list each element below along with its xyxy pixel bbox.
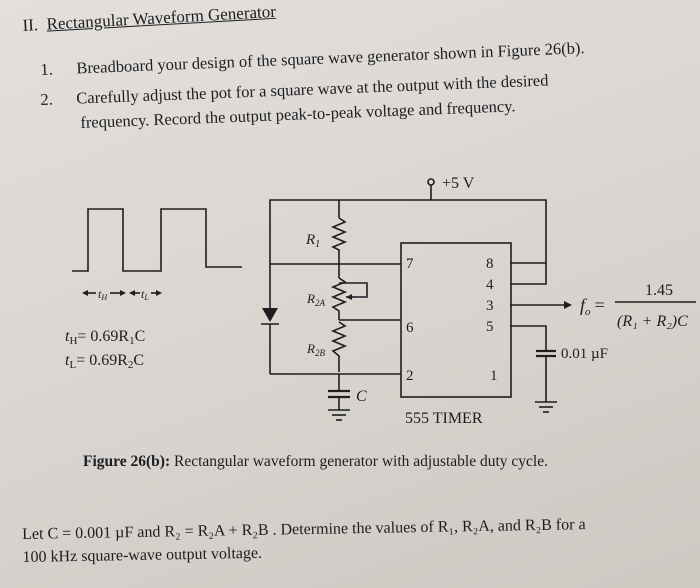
figure-caption: Figure 26(b): Rectangular waveform gener…	[83, 453, 548, 471]
r1-label: R1	[305, 232, 320, 250]
timer-ic	[400, 242, 512, 398]
pin-3: 3	[486, 298, 494, 314]
fo-symbol: fo=	[580, 295, 605, 318]
timer-label: 555 TIMER	[405, 410, 483, 427]
output-arrow	[564, 301, 572, 309]
supply-terminal	[427, 178, 435, 186]
r2b-label: R2B	[306, 341, 325, 358]
pin-8: 8	[486, 256, 494, 272]
fo-denominator: (R₁ + R₂)C	[617, 313, 688, 330]
supply-label: +5 V	[442, 175, 475, 192]
square-waveform	[72, 208, 242, 272]
r2b-resistor	[330, 321, 348, 372]
r2a-label: R2A	[306, 291, 325, 308]
pin-7: 7	[406, 256, 414, 272]
th-arrow-label: tH	[98, 287, 108, 302]
cap-label: C	[356, 388, 367, 405]
r1-resistor	[330, 217, 348, 264]
pin-1: 1	[490, 368, 498, 384]
r2a-potentiometer	[330, 277, 348, 320]
pin-4: 4	[486, 277, 494, 293]
control-cap-value: 0.01 µF	[561, 346, 608, 362]
pin-5: 5	[486, 319, 494, 335]
caption-text: Rectangular waveform generator with adju…	[170, 453, 548, 470]
tl-arrow-label: tL	[141, 287, 149, 302]
equation-th: tH= 0.69R1C	[65, 328, 145, 347]
caption-label: Figure 26(b):	[83, 453, 171, 470]
problem-statement: Let C = 0.001 µF and R₂ = R₂A + R₂B . De…	[22, 513, 586, 569]
pin-2: 2	[406, 368, 414, 384]
fo-numerator: 1.45	[645, 282, 673, 299]
equation-tl: tL= 0.69R2C	[65, 352, 144, 371]
timing-arrows	[82, 290, 162, 296]
diode-symbol	[262, 308, 278, 322]
pin-6: 6	[406, 320, 414, 336]
